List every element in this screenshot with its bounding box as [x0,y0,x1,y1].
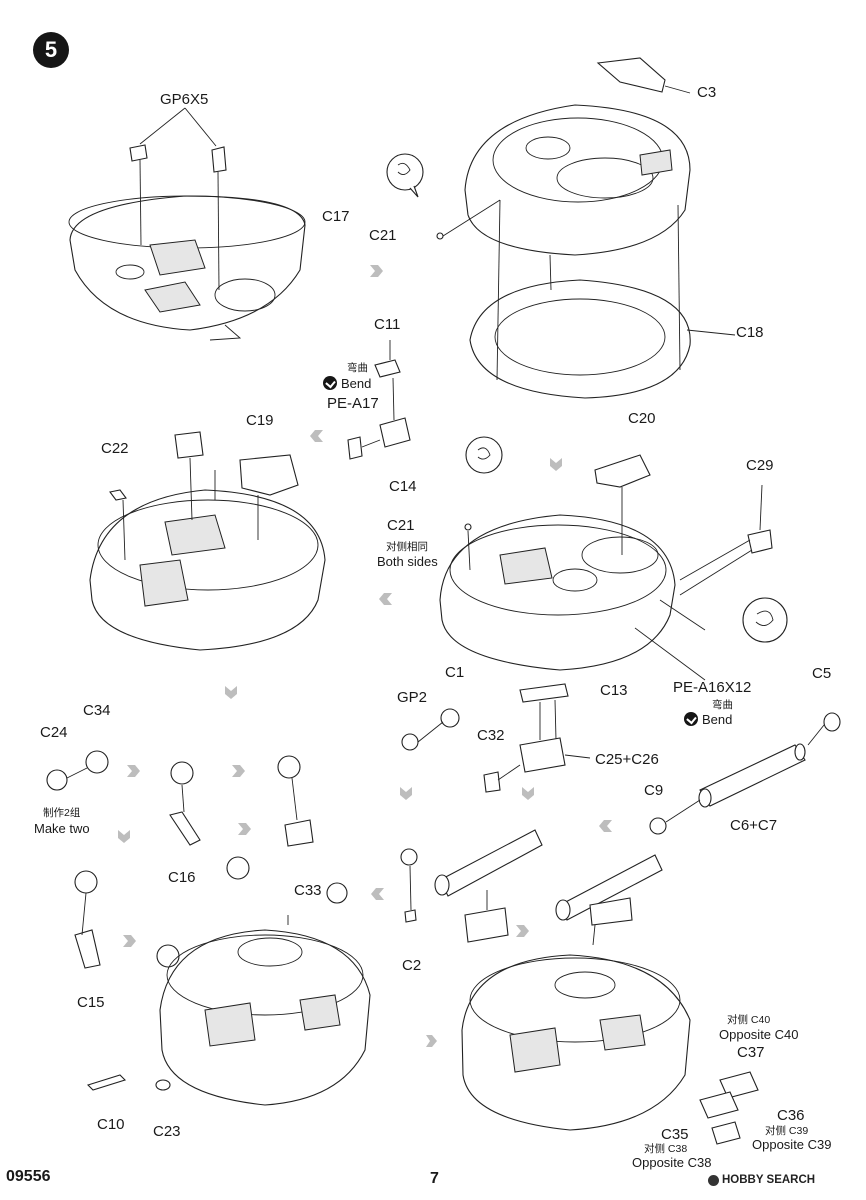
label-c5: C5 [812,665,832,682]
page-number: 7 [430,1170,439,1187]
label-c2: C2 [402,957,422,974]
label-c34: C34 [83,702,111,719]
c11-c14-parts [347,340,411,460]
label-c29: C29 [746,457,774,474]
label-c9: C9 [644,782,664,799]
mid-right-turret-drawing [439,454,773,681]
label-c21-top: C21 [369,227,397,244]
mid-left-turret-drawing [89,431,326,651]
label-bend-en-1: Bend [341,375,372,391]
lower-left-subassemblies [46,750,348,969]
bend-note-2: Bend [684,712,732,726]
c6-c7-launcher [649,712,841,835]
label-gp6x5: GP6X5 [160,91,209,108]
label-c24: C24 [40,724,68,741]
watermark: HOBBY SEARCH [708,1174,815,1186]
upper-turret-drawing [436,57,736,399]
bottom-right-turret-drawing [461,954,759,1145]
label-c19: C19 [246,412,274,429]
label-both-sides-en: Both sides [377,554,438,569]
label-c15: C15 [77,994,105,1011]
label-c17: C17 [322,208,350,225]
label-opp-c39-en: Opposite C39 [752,1137,832,1152]
step-badge: 5 [33,32,69,68]
label-bend-cn-1: 弯曲 [347,362,368,374]
small-parts-row [401,683,591,793]
bottom-left-turret-drawing [86,915,371,1106]
label-make-two-en: Make two [34,821,90,836]
label-pe-a17: PE-A17 [327,395,379,412]
middle-launchers [400,829,663,946]
label-c23: C23 [153,1123,181,1140]
label-c20: C20 [628,410,656,427]
label-bend-en-2: Bend [702,711,733,727]
label-c16: C16 [168,869,196,886]
label-opp-c38-cn: 对侧 C38 [644,1143,688,1155]
label-make-two-cn: 制作2组 [43,807,81,819]
label-c6-c7: C6+C7 [730,817,778,834]
label-opp-c39-cn: 对侧 C39 [765,1125,809,1137]
bend-icon [323,376,337,390]
label-opp-c40-en: Opposite C40 [719,1027,799,1042]
label-c13: C13 [600,682,628,699]
label-c11: C11 [374,316,401,333]
product-code: 09556 [6,1168,51,1185]
watermark-logo-icon [708,1174,719,1186]
label-c1: C1 [445,664,465,681]
c17-hull-drawing [68,107,306,341]
watermark-text: HOBBY SEARCH [722,1174,816,1186]
bend-note-1: Bend [323,376,371,390]
label-c25-c26: C25+C26 [595,751,659,768]
label-c21-mid: C21 [387,517,415,534]
label-gp2: GP2 [397,689,428,706]
label-bend-cn-2: 弯曲 [712,699,733,711]
label-c37: C37 [737,1044,765,1061]
hint-balloons [386,153,788,643]
label-c14: C14 [389,478,417,495]
label-c32: C32 [477,727,505,744]
label-c10: C10 [97,1116,125,1133]
flow-arrow-icon [118,265,612,1047]
label-c3: C3 [697,84,717,101]
label-opp-c38-en: Opposite C38 [632,1155,712,1170]
bend-icon [684,712,698,726]
label-c22: C22 [101,440,129,457]
label-opp-c40-cn: 对侧 C40 [727,1014,771,1026]
label-pe-a16x12: PE-A16X12 [673,679,752,696]
label-c33: C33 [294,882,322,899]
label-both-sides-cn: 对侧相同 [386,541,428,553]
label-c36: C36 [777,1107,805,1124]
label-c18: C18 [736,324,764,341]
label-c35: C35 [661,1126,689,1143]
